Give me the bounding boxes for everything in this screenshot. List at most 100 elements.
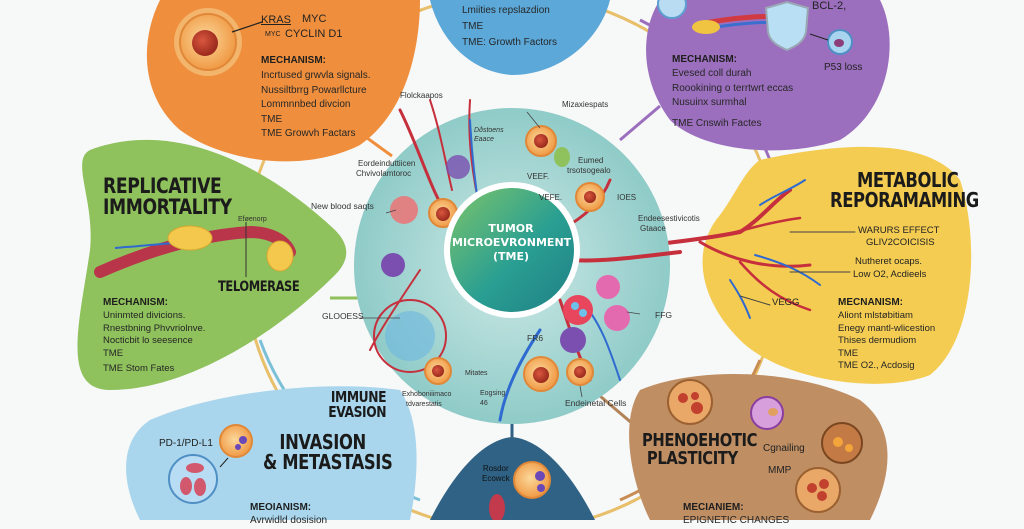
red-cell-icon (795, 467, 841, 513)
immune-evasion-title: IMMUNE EVASION (320, 388, 387, 421)
center-circle (450, 188, 574, 312)
mechanism-line: TME Cnswih Factes (672, 117, 762, 129)
cell-icon-top (657, 0, 687, 19)
mechanism-label-purple: MECHANISM: (672, 54, 737, 65)
connector-purple-2 (619, 104, 661, 142)
red-organelle-icon (807, 483, 817, 493)
tme-label-endothelial-2: Chvivolamtoroc (356, 169, 412, 178)
distant-cell-icon (446, 155, 470, 179)
green-cell-icon (554, 147, 570, 167)
granule-icon-2 (235, 444, 241, 450)
title-line: IMMORTALITY (103, 195, 232, 220)
arrow-icon (219, 457, 229, 468)
mechanism-text-blue: Avrwidld dosision (250, 514, 327, 529)
mechanism-line: TME (103, 347, 124, 359)
tme-label-glooss: GLOOESS (322, 311, 364, 321)
immune-cell-icon (219, 424, 253, 458)
label-line: Rosdor (482, 464, 509, 473)
gene-cyclin-d1: CYCLIN D1 (285, 28, 343, 40)
panel-growth-suppressors (430, 0, 610, 75)
phenotypic-plasticity-title: PHENOEHOTIC PLASTICITY (642, 430, 758, 470)
pd1-label: PD-1/PD-L1 (159, 438, 213, 449)
pink-cell-icon-2 (604, 305, 630, 331)
tumor-nucleus-icon-3 (194, 478, 206, 496)
p53-nucleus-icon (834, 39, 844, 47)
mitotic-nucleus-icon (432, 365, 444, 377)
mechanism-line: EPIGNETIC CHANGES (683, 515, 790, 526)
tme-label-endo-stroma-2: Gtaace (640, 224, 666, 233)
mechanism-line: TME (462, 21, 484, 32)
telomere-cap-icon (167, 225, 213, 251)
orange-organelle-icon (833, 437, 843, 447)
tme-label-endothelial-cells: Endeinetal Cells (565, 398, 627, 408)
endothelial-nucleus-icon-2 (574, 366, 586, 378)
mechanism-text-orange: Incrtused grwvla signals. Nussiltbrrg Po… (261, 69, 371, 142)
panel-replicative-immortality (77, 139, 347, 390)
tme-label-cyto-1: Eogsing (480, 390, 506, 397)
telomere-callout: Eføenorp (238, 216, 267, 223)
organelle-icon (678, 393, 688, 403)
tme-label-top-left: Flolckaapos (400, 91, 443, 100)
p53-label: P53 loss (824, 62, 863, 73)
capillary-net-icon (373, 299, 447, 373)
mechanism-line: TME (261, 113, 283, 125)
tme-label-cyto-2: 46 (480, 400, 488, 407)
mechanism-text-brown: EPIGNETIC CHANGES (683, 514, 789, 529)
mechanism-line: TME Stom Fates (103, 363, 175, 374)
title-line: PHENOEHOTIC (642, 430, 758, 451)
mechanism-line: Rnestbning Phvvriolnve. (103, 322, 206, 334)
glycolysis-label: GLIV2COICISIS (866, 237, 935, 248)
signaling-label: Cgnailing (763, 443, 805, 454)
title-line: PLASTICITY (646, 448, 738, 470)
capillary-core-icon (385, 311, 435, 361)
mechanism-line: Lmiities repslazdion (462, 5, 550, 16)
mechanism-line: TME Growvh Factars (261, 128, 356, 139)
title-line: METABOLIC (856, 168, 959, 192)
shield-icon (764, 0, 810, 52)
tme-label-endo-stroma-1: Endeesestivicotis (638, 214, 700, 223)
tme-label-vegf-1: VEEF. (527, 172, 550, 181)
title-line: REPLICATIVE (103, 174, 222, 198)
center-title: TUMOR MICROEVRONMENT (TME) (452, 222, 572, 264)
tme-label-ecm-1: Exhoboniiimaco (402, 391, 452, 398)
replicative-immortality-title: REPLICATIVE IMMORTALITY (103, 174, 232, 220)
mechanism-label-yellow: MECNANISM: (838, 297, 903, 308)
rbc-icon (489, 494, 505, 520)
mechanism-label-blue: MEOIANISM: (250, 502, 312, 513)
mechanism-line: Uninmted divicions. (103, 310, 186, 321)
tme-label-distant-2: Eaace (474, 136, 494, 143)
tme-label-ioes: IOES (617, 193, 637, 202)
red-organelle-icon-3 (817, 491, 827, 501)
vessel-network-icon (598, 179, 856, 319)
center-title-line-1: TUMOR (488, 222, 534, 235)
gene-kras: KRAS (261, 14, 291, 26)
mechanism-label-green: MECHANISM: (103, 297, 168, 308)
telomere-vessel-icon (94, 225, 296, 278)
granule-icon (239, 436, 247, 444)
title-line: INVASION (279, 430, 366, 454)
purple-organelle-icon (768, 408, 778, 416)
blue-dot-icon (571, 302, 579, 310)
blue-dot-cell-icon (563, 295, 593, 325)
pointer-arrow (231, 21, 263, 33)
bcl2-label: BCL-2, (812, 0, 847, 12)
telomere-cap-icon-2 (266, 240, 294, 272)
mechanism-line: Evesed coll durah (672, 68, 752, 79)
mechanism-line: Roookining o terrtwrt eccas (672, 82, 794, 94)
mechanism-line: Incrtused grwvla signals. (261, 70, 371, 81)
mechanism-text-purple: Evesed coll durah Roookining o terrtwrt … (672, 67, 793, 131)
mechanism-label-orange: MECHANISM: (261, 55, 326, 66)
gene-myc-small: MYC (265, 31, 281, 38)
purple-cell-icon-2 (381, 253, 405, 277)
title-line: IMMUNE (330, 388, 387, 406)
tme-label-new-blood: New blood saqts (311, 201, 374, 211)
low-oxygen-label: Low O2, Acdieels (853, 269, 927, 280)
tme-label-mitoses: Mitates (465, 370, 488, 377)
granule-icon-3 (535, 471, 545, 481)
callout-lines (360, 111, 641, 398)
tme-label-distant-1: Dðstoens (474, 127, 504, 134)
telomerase-label: TELOMERASE (218, 279, 300, 295)
center-title-line-2: MICROEVRONMENT (452, 236, 572, 249)
